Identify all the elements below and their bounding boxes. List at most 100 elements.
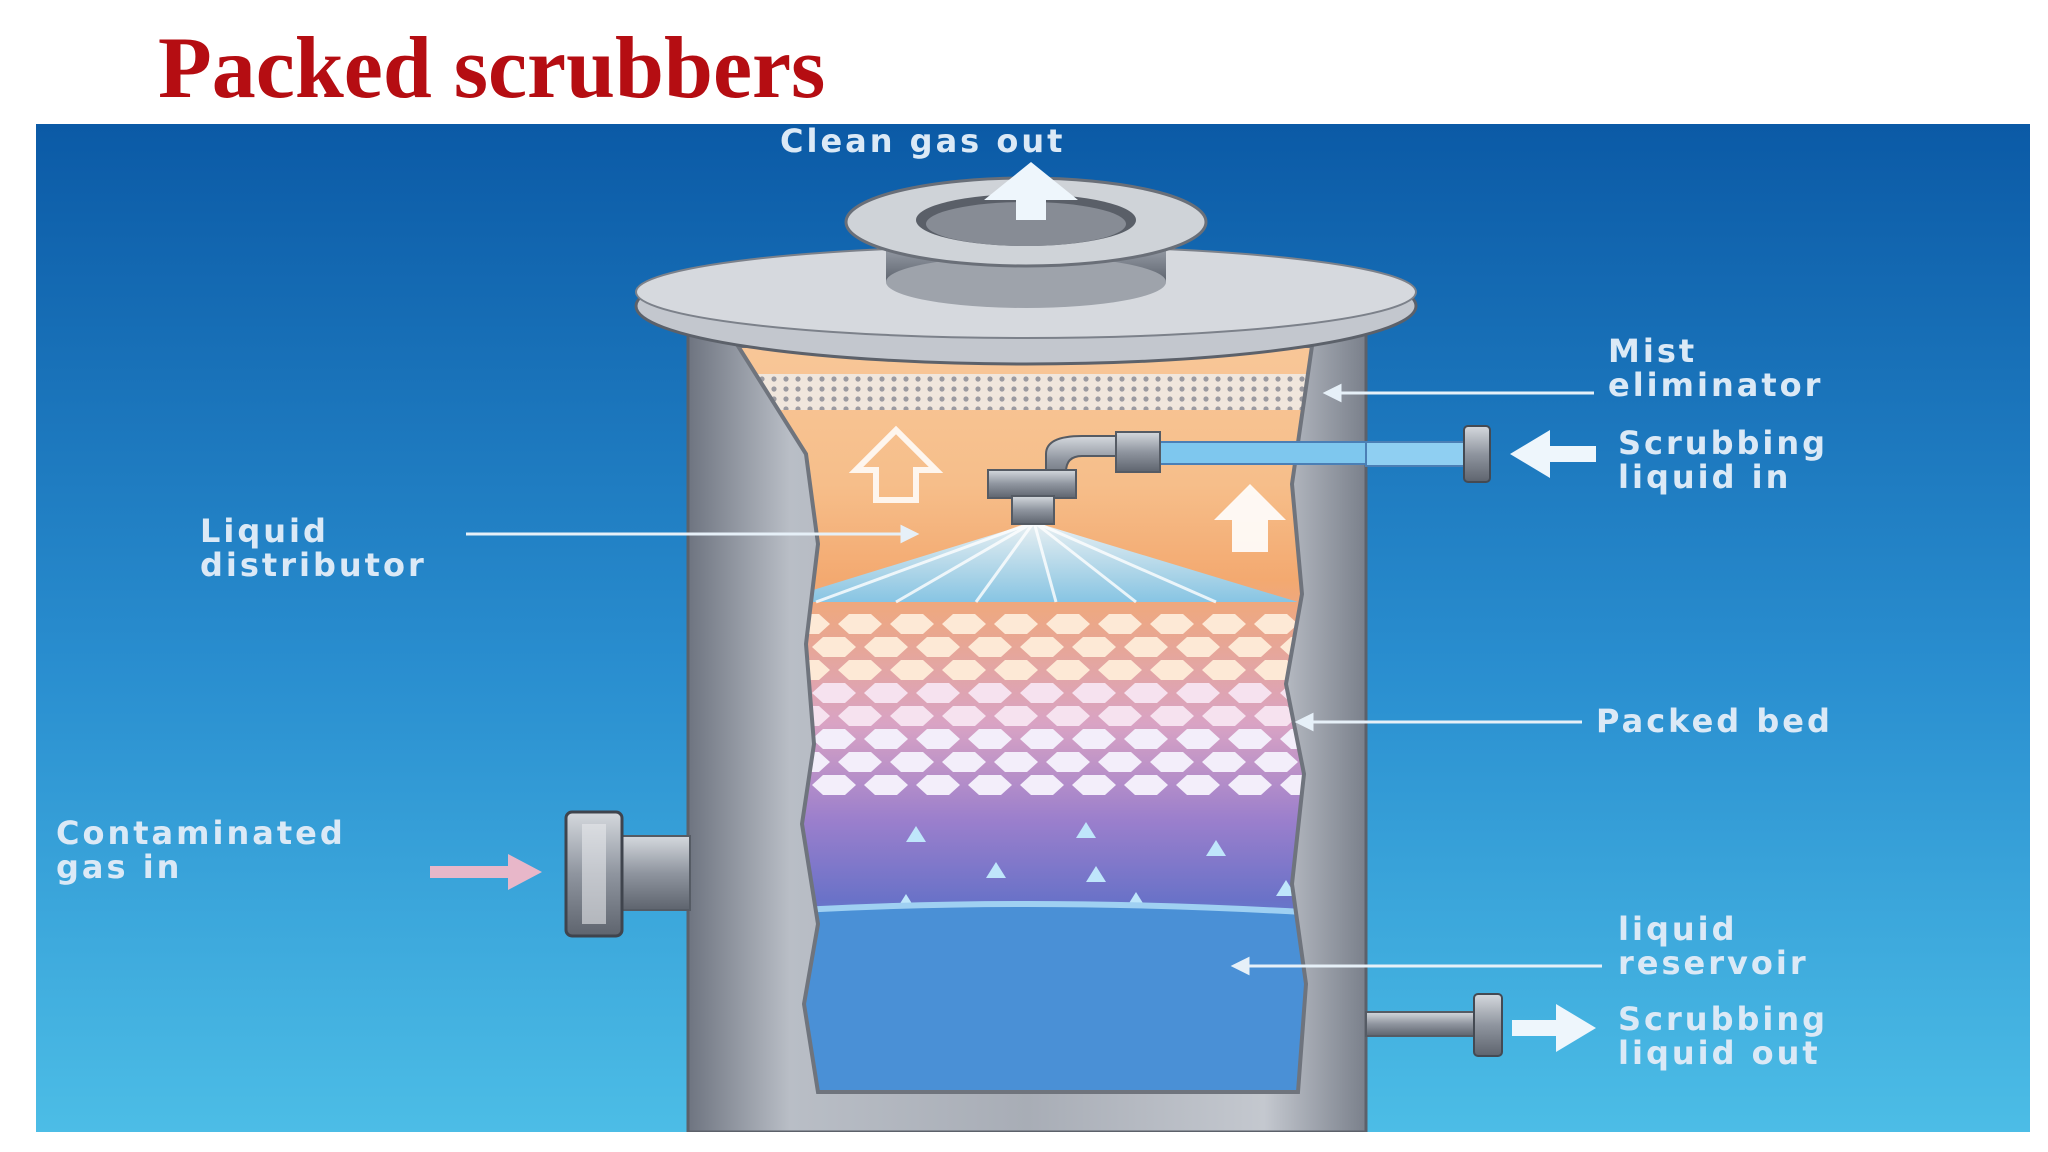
packing-element [812, 775, 856, 795]
packing-element [1124, 729, 1168, 749]
packing-element [1176, 729, 1220, 749]
arrow-up-icon [984, 162, 1078, 220]
packing-element [916, 637, 960, 657]
arrow-right-icon [430, 854, 542, 890]
packing-element [864, 729, 908, 749]
packing-element [916, 775, 960, 795]
packing-element [1202, 752, 1246, 772]
packing-element [812, 729, 856, 749]
packing-element [968, 683, 1012, 703]
packing-element [1150, 614, 1194, 634]
packing-element [994, 614, 1038, 634]
packing-element [1124, 775, 1168, 795]
packing-element [994, 752, 1038, 772]
liquid-inlet-nozzle [1365, 425, 1491, 483]
packing-element [864, 683, 908, 703]
packing-element [994, 660, 1038, 680]
packing-element [1020, 637, 1064, 657]
packing-element [864, 775, 908, 795]
packing-element [1098, 660, 1142, 680]
label-scrubbing-liquid-out-1: Scrubbing [1618, 1000, 1828, 1038]
packing-element [838, 752, 882, 772]
packing-element [1020, 729, 1064, 749]
packing-element [1046, 706, 1090, 726]
packing-element [1202, 706, 1246, 726]
packing-element [1176, 683, 1220, 703]
column-interior [738, 346, 1312, 1092]
arrow-left-icon [1510, 430, 1596, 478]
gas-bubble [1206, 840, 1226, 856]
label-scrubbing-liquid-in-2: liquid in [1618, 458, 1791, 496]
label-contaminated-gas-in-1: Contaminated [56, 814, 346, 852]
gas-bubble [986, 862, 1006, 878]
packing-element [1228, 775, 1272, 795]
packing-element [1098, 752, 1142, 772]
label-scrubbing-liquid-in-1: Scrubbing [1618, 424, 1828, 462]
packing-element [1072, 683, 1116, 703]
packing-element [890, 614, 934, 634]
packing-element [1228, 729, 1272, 749]
packing-element [942, 614, 986, 634]
packing-element [812, 637, 856, 657]
packing-element [838, 660, 882, 680]
packing-element [968, 637, 1012, 657]
label-mist-eliminator-1: Mist [1608, 332, 1697, 370]
mist-eliminator-mesh [738, 374, 1312, 410]
packing-element [1202, 660, 1246, 680]
packing-element [968, 775, 1012, 795]
liquid-outlet-nozzle [1365, 993, 1503, 1057]
slide-title: Packed scrubbers [158, 20, 826, 117]
gas-bubble [906, 826, 926, 842]
packing-element [890, 660, 934, 680]
gas-bubble [1086, 866, 1106, 882]
label-packed-bed: Packed bed [1596, 702, 1833, 740]
packing-element [890, 752, 934, 772]
label-liquid-reservoir-2: reservoir [1618, 944, 1809, 982]
packing-element [1254, 752, 1298, 772]
packing-element [968, 729, 1012, 749]
packing-element [1254, 614, 1298, 634]
gas-bubble [1076, 822, 1096, 838]
packing-element [1254, 706, 1298, 726]
packing-element [942, 660, 986, 680]
packing-element [1046, 614, 1090, 634]
packing-element [1202, 614, 1246, 634]
packing-element [1176, 637, 1220, 657]
packing-element [942, 752, 986, 772]
label-contaminated-gas-in-2: gas in [56, 848, 182, 886]
packing-element [812, 683, 856, 703]
packing-element [1046, 752, 1090, 772]
packing-element [994, 706, 1038, 726]
packing-element [1072, 637, 1116, 657]
gas-bubble [1276, 880, 1296, 896]
label-liquid-distributor-1: Liquid [200, 512, 329, 550]
liquid-reservoir-pool [738, 904, 1312, 1092]
packing-element [838, 614, 882, 634]
packing-element [1176, 775, 1220, 795]
packing-element [916, 729, 960, 749]
scrubber-diagram: Clean gas out Mist eliminator Scrubbing … [36, 124, 2030, 1132]
label-liquid-reservoir-1: liquid [1618, 910, 1738, 948]
packing-element [1098, 706, 1142, 726]
packing-element [942, 706, 986, 726]
packing-element [1072, 729, 1116, 749]
packing-element [1098, 614, 1142, 634]
packing-element [916, 683, 960, 703]
packing-element [1020, 683, 1064, 703]
packing-element [1150, 752, 1194, 772]
label-clean-gas-out: Clean gas out [780, 124, 1065, 160]
packing-element [1124, 637, 1168, 657]
packing-element [890, 706, 934, 726]
packing-element [1150, 706, 1194, 726]
gas-inlet-nozzle [564, 810, 691, 938]
label-mist-eliminator-2: eliminator [1608, 366, 1823, 404]
packing-element [1020, 775, 1064, 795]
packing-element [838, 706, 882, 726]
column-lid [634, 176, 1418, 366]
packing-element [864, 637, 908, 657]
hollow-arrow-up-icon [848, 425, 944, 503]
label-scrubbing-liquid-out-2: liquid out [1618, 1034, 1821, 1072]
arrow-right-icon [1512, 1004, 1596, 1052]
packing-element [1072, 775, 1116, 795]
packing-element [1228, 637, 1272, 657]
